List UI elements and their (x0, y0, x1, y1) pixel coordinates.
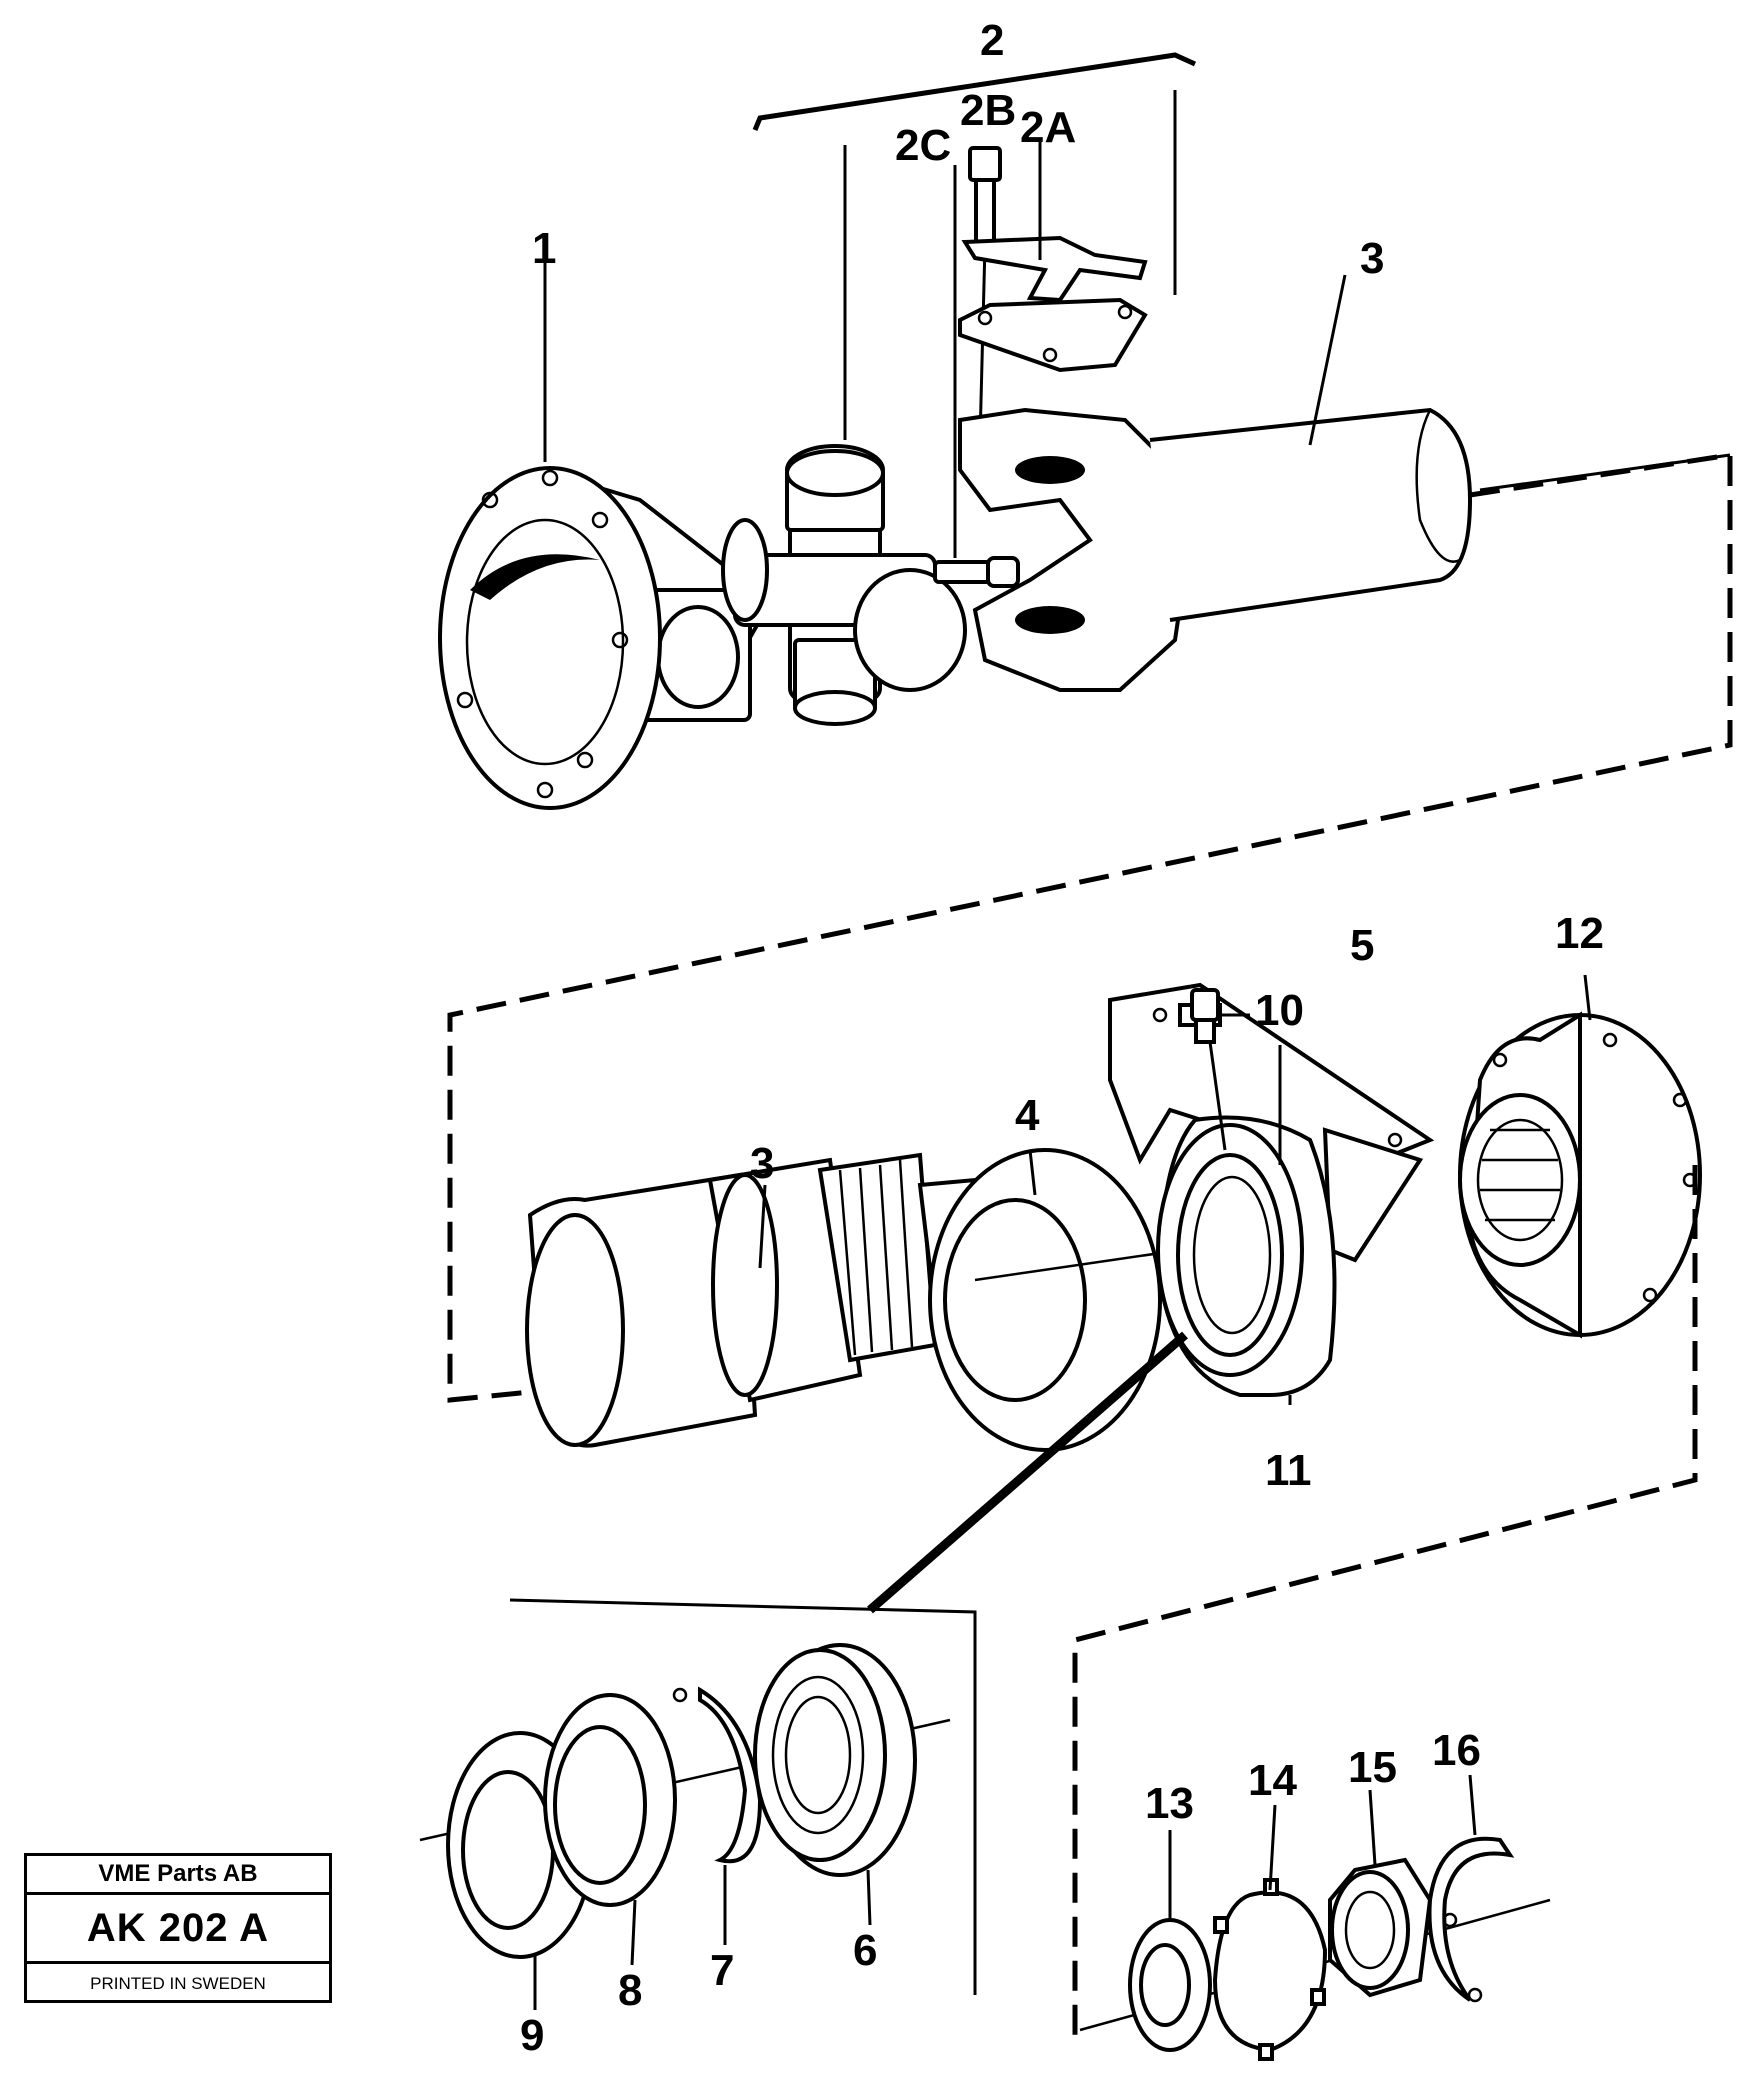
part-3-splined-shaft (525, 1152, 988, 1448)
part-6-ball-bearing (753, 1643, 917, 1877)
part-3-shaft-yoke (958, 407, 1193, 692)
callout-2b: 2B (960, 86, 1016, 135)
part-4-washer (928, 1148, 1162, 1452)
callout-13: 13 (1145, 1779, 1194, 1828)
callout-3-top: 3 (1360, 234, 1384, 283)
part-1-flange-yoke (438, 466, 763, 810)
connection-dashed-line-upper (447, 452, 1733, 1403)
group-2-bracket (752, 52, 1197, 131)
callout-3-mid: 3 (750, 1139, 774, 1188)
detail-frame (509, 1598, 977, 1995)
callout-2a: 2A (1020, 103, 1076, 152)
callout-5: 5 (1350, 921, 1374, 970)
callout-7: 7 (710, 1946, 734, 1995)
title-block-drawing-code: AK 202 A (27, 1895, 329, 1964)
part-7-circlip (672, 1686, 763, 1864)
part-5-support-bracket (1108, 982, 1435, 1263)
part-15-lock-nut (1328, 1857, 1433, 1998)
part-12-companion-flange (1458, 1011, 1702, 1339)
callout-8: 8 (618, 1966, 642, 2015)
connection-dashed-line-lower (1072, 1165, 1698, 2040)
universal-joint-cross (721, 444, 967, 726)
callout-16: 16 (1432, 1726, 1481, 1775)
callout-12: 12 (1555, 909, 1604, 958)
part-3-tube-upper (1149, 407, 1473, 622)
callout-9: 9 (520, 2011, 544, 2060)
callout-2c: 2C (895, 121, 951, 170)
callout-4: 4 (1015, 1091, 1040, 1140)
part-2a-lock-plate (961, 235, 1148, 303)
part-13-washer (1128, 1918, 1212, 2052)
bearing-cap-plate (958, 297, 1148, 373)
callout-6: 6 (853, 1926, 877, 1975)
title-block-printed: PRINTED IN SWEDEN (90, 1974, 266, 1993)
callout-11: 11 (1265, 1446, 1312, 1495)
callout-2: 2 (980, 16, 1004, 65)
part-8-seal-ring (543, 1693, 677, 1907)
part-14-lock-washer (1212, 1878, 1328, 2061)
part-2b-bolt (968, 146, 1002, 247)
part-16-circlip (1427, 1836, 1515, 2003)
title-block: VME Parts AB AK 202 A PRINTED IN SWEDEN (24, 1853, 332, 2003)
part-2c-grease-nipple (933, 556, 1020, 588)
title-block-company: VME Parts AB (27, 1856, 329, 1895)
callout-1: 1 (532, 224, 556, 273)
callout-14: 14 (1248, 1756, 1297, 1805)
callout-15: 15 (1348, 1743, 1397, 1792)
callout-10: 10 (1255, 986, 1304, 1035)
part-11-bearing-housing (1156, 1115, 1337, 1397)
part-10-grease-nipple (1190, 988, 1220, 1044)
detail-leader-line (867, 1331, 1188, 1614)
